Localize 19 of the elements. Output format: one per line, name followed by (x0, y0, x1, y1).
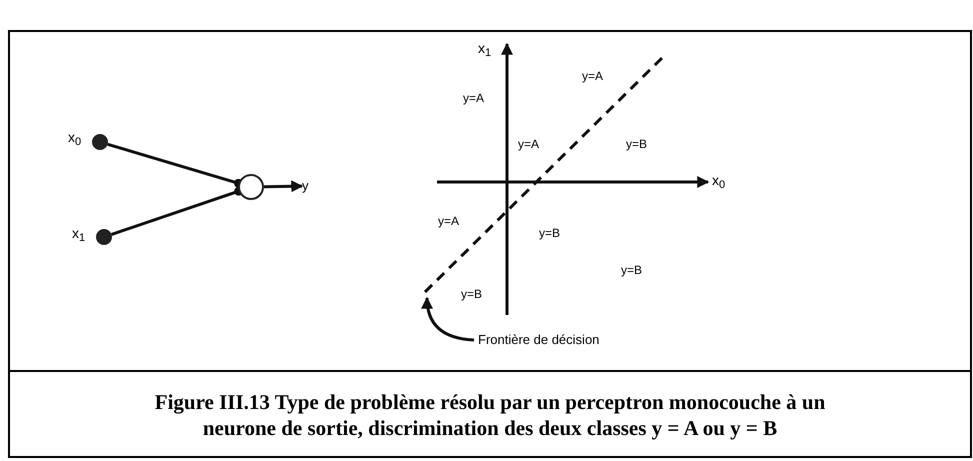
leader-line (422, 296, 474, 342)
axis-label: x$_{0}$ (712, 172, 726, 188)
region-label: y=B (461, 286, 482, 302)
region-label: y=A (518, 136, 540, 152)
input-label: x$_{0}$ (68, 128, 82, 146)
input-node (92, 134, 108, 150)
input-label: x$_{1}$ (72, 224, 86, 242)
axis-label: x$_{1}$ (478, 40, 492, 56)
region-label: y=B (621, 262, 642, 278)
region-label: y=A (438, 213, 460, 229)
region-label: y=A (463, 90, 484, 106)
output-label: y (302, 177, 308, 195)
region-label: y=A (582, 68, 604, 84)
input-node (96, 229, 112, 245)
region-label: y=B (539, 225, 560, 241)
connection-arrow (264, 180, 304, 192)
figure-caption: Figure III.13 Type de problème résolu par un perceptron monocouche à un neurone de sortie, discrimination des deux classes y = A ou y = B (154, 389, 826, 441)
region-label: y=B (626, 136, 648, 152)
boundary-label: Frontière de décision (478, 331, 600, 349)
